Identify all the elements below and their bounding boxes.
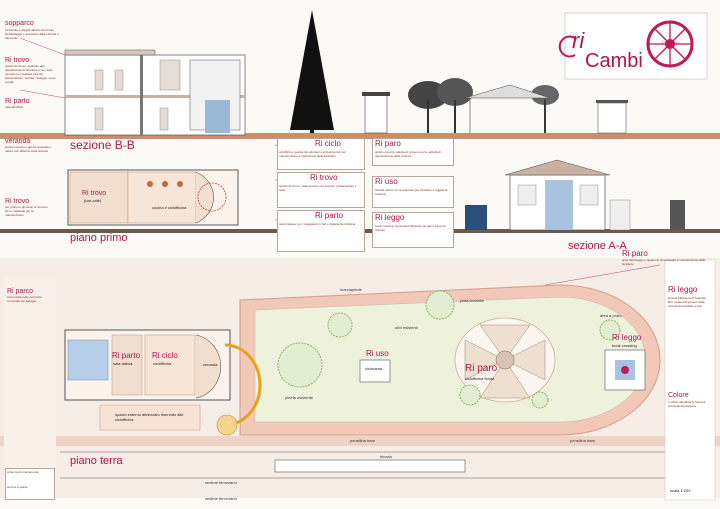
left-note-title-6: Ri parco <box>7 288 34 295</box>
ri-leggo-body: book crossing: la piccola biblioteca nel… <box>375 224 446 232</box>
section-aa-building <box>465 159 685 231</box>
ri-parto-box <box>277 210 365 252</box>
ground-floor-plan <box>64 329 262 436</box>
ground-ri-ciclo-sub: ciclofficina <box>153 361 172 366</box>
left-note-title-4: veranda <box>5 138 31 145</box>
right-colore-title: Colore <box>668 392 689 399</box>
ri-trovo-box <box>277 172 365 208</box>
label-pensilina-1: pensilina tram <box>350 438 375 443</box>
ri-paro-title: Ri paro <box>375 139 401 148</box>
logo-text-ri: ri <box>572 28 585 53</box>
left-note-body-4: spazio coperto e aperto di pausa e risto… <box>5 145 52 153</box>
ground-ri-ciclo: Ri ciclo <box>152 351 178 360</box>
ground-veranda: veranda <box>203 362 218 367</box>
left-panel-frame <box>4 278 56 498</box>
ground-ri-paro: Ri paro <box>465 363 498 374</box>
canopy <box>464 84 551 133</box>
logo-text-cambi: Cambi <box>585 50 643 72</box>
first-floor-title: piano primo <box>70 232 128 244</box>
left-note-title-2: Ri trovo <box>5 57 30 64</box>
ri-leggo-title: Ri leggo <box>375 213 405 222</box>
ground-band-top <box>0 133 720 139</box>
right-rileggo-body: piccola biblioteca di scambio libri, pos… <box>668 296 707 308</box>
ri-trovo-title: Ri trovo <box>310 173 338 182</box>
ground-ri-parto-sub: sala attesa <box>113 361 133 366</box>
right-colore-body: il colore identifica le funzioni princip… <box>668 400 706 408</box>
ground-ri-uso: Ri uso <box>366 349 389 358</box>
left-note-title-5: Ri trovo <box>5 198 30 205</box>
trees-row <box>408 78 559 133</box>
label-sedime-2: sedime ferroviario <box>205 496 237 501</box>
ri-uso-box <box>372 176 454 208</box>
ground-ri-parto: Ri parto <box>112 351 141 360</box>
rail-bed <box>274 459 466 473</box>
ground-ri-leggo: Ri leggo <box>612 333 642 342</box>
ri-ciclo-title: Ri ciclo <box>315 139 341 148</box>
ground-deposit: spazio esterno attrezzato riservato alle… <box>115 412 184 422</box>
first-floor-room1: Ri trovo <box>82 190 107 197</box>
bottom-left-box <box>5 468 55 500</box>
label-sedime-1: sedime ferroviario <box>205 480 237 485</box>
right-riparo-body: area parcheggio e spazio di rimessaggio … <box>622 258 706 266</box>
left-note-body-2: spazio di ritrovo, dedicato agli appassi… <box>5 64 56 84</box>
section-bb-building <box>19 37 246 136</box>
section-aa-title: sezione A-A <box>568 240 627 252</box>
label-pensilina-2: pensilina tram <box>570 438 595 443</box>
label-binario: binario <box>380 454 393 459</box>
ri-trovo-body: spazio di ritrovo: sala comune per incon… <box>279 184 357 192</box>
ri-ciclo-box <box>277 138 365 170</box>
ground-ri-leggo-sub: book crossing <box>612 343 637 348</box>
right-riparo-title: Ri paro <box>622 249 648 258</box>
right-panel-frame <box>664 259 716 501</box>
logo-text-centro: CENTRO <box>662 40 679 45</box>
label-pista: pista ciclabile <box>460 298 484 303</box>
ground-floor-title: piano terra <box>70 455 123 467</box>
right-scale: scala 1:200 <box>670 488 691 493</box>
ri-uso-body: cicletta d'arco: zona anteriore per bici… <box>375 188 448 196</box>
left-note-body-3: cala all'Ufficio <box>5 105 24 109</box>
book-crossing-booth <box>604 349 646 391</box>
label-alberi: olivi esistenti <box>395 325 418 330</box>
ri-paro-body: spazio coperto: attività di ricovero per… <box>375 150 441 158</box>
ri-parto-title: Ri parto <box>315 211 344 220</box>
left-note-title-1: sopparco <box>5 20 34 27</box>
bottom-left-note: sezioni e piante <box>7 485 28 489</box>
first-floor-room1b: (bar-cafè) <box>84 198 102 203</box>
label-area-prato: area a prato <box>600 313 622 318</box>
left-note-body-5: per gruppi e gli utenti di ricovero bici… <box>5 205 48 217</box>
first-floor-room2: cucina e ciclofficina <box>152 205 187 210</box>
ground-ri-paro-sub: ciclofficina fiorita <box>465 376 495 381</box>
ri-uso-title: Ri uso <box>375 177 398 186</box>
ri-leggo-box <box>372 212 454 248</box>
ground-ri-uso-sub: ciclorama <box>365 366 383 371</box>
ri-paro-box <box>372 138 454 166</box>
pine-tree <box>290 10 334 133</box>
ri-ciclo-body: ciclofficina: gestita da volontari e pro… <box>279 150 346 158</box>
bottom-left-title: schema di orientamento <box>7 470 40 474</box>
left-note-body-1: fontanelle e doppie altezze del fronte b… <box>5 28 59 40</box>
ri-parto-body: cala d'attesa: per i viaggiatori in bici… <box>279 222 356 226</box>
left-note-title-3: Ri parto <box>5 98 30 105</box>
label-marciapiede: marciapiede <box>340 287 362 292</box>
cycle-loop <box>239 284 661 436</box>
label-pineta: pineta esistente <box>285 395 314 400</box>
small-booth <box>596 100 628 134</box>
logo-frame <box>558 12 708 80</box>
kiosk <box>362 92 390 134</box>
section-bb-title: sezione B-B <box>70 138 135 152</box>
tram-platform <box>0 436 720 446</box>
right-rileggo-title: Ri leggo <box>668 285 698 294</box>
left-note-body-6: zona sosta relax nel parco comunale per … <box>7 295 43 303</box>
first-floor-plan <box>67 169 239 226</box>
